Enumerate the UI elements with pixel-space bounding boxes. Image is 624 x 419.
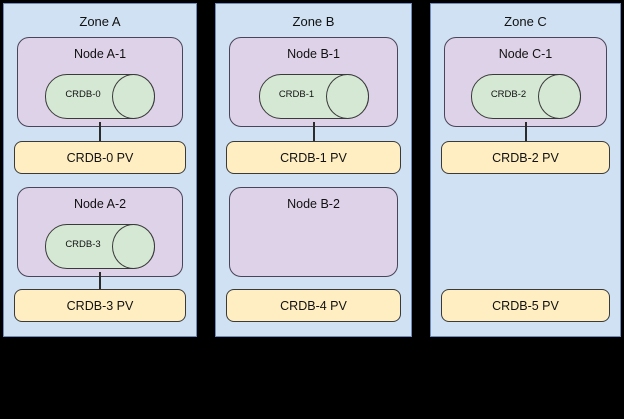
database-cylinder-icon-crdb-3[interactable]: CRDB-3 <box>45 224 155 269</box>
pv-label-crdb-2: CRDB-2 PV <box>492 151 559 165</box>
connector-c-1 <box>524 122 527 142</box>
database-cylinder-icon-crdb-2[interactable]: CRDB-2 <box>470 74 581 119</box>
zone-title-a: Zone A <box>79 14 121 29</box>
node-label-b-1: Node B-1 <box>287 47 340 61</box>
pv-label-crdb-3: CRDB-3 PV <box>66 299 134 313</box>
pv-box-crdb-4[interactable]: CRDB-4 PV <box>226 289 401 322</box>
node-box-a-1[interactable]: Node A-1 CRDB-0 <box>17 37 183 127</box>
connector-a-2 <box>99 272 101 292</box>
pod-label-crdb-3: CRDB-3 <box>65 239 101 250</box>
node-label-a-1: Node A-1 <box>73 47 127 61</box>
cylinder-end-cap <box>537 74 581 119</box>
pv-label-crdb-5: CRDB-5 PV <box>492 299 559 313</box>
node-box-a-2[interactable]: Node A-2 CRDB-3 <box>17 187 183 277</box>
node-label-c-1: Node C-1 <box>498 47 553 61</box>
pod-label-crdb-1: CRDB-1 <box>278 89 315 100</box>
node-box-b-2[interactable]: Node B-2 <box>229 187 398 277</box>
pv-box-crdb-5[interactable]: CRDB-5 PV <box>441 289 610 322</box>
pv-label-crdb-1: CRDB-1 PV <box>280 151 347 165</box>
connector-b-1 <box>312 122 315 142</box>
zone-panel-b: Zone B Node B-1 CRDB-1 CRDB-1 PV Node B-… <box>215 3 412 337</box>
zone-panel-a: Zone A Node A-1 CRDB-0 CRDB-0 PV Node A-… <box>3 3 197 337</box>
pod-label-crdb-2: CRDB-2 <box>490 89 527 100</box>
node-label-a-2: Node A-2 <box>73 197 127 211</box>
database-cylinder-icon-crdb-0[interactable]: CRDB-0 <box>45 74 155 119</box>
zone-title-c: Zone C <box>504 14 547 29</box>
node-box-b-1[interactable]: Node B-1 CRDB-1 <box>229 37 398 127</box>
pv-label-crdb-4: CRDB-4 PV <box>280 299 347 313</box>
cylinder-end-cap <box>325 74 369 119</box>
pv-box-crdb-3[interactable]: CRDB-3 PV <box>14 289 186 322</box>
pv-label-crdb-0: CRDB-0 PV <box>66 151 134 165</box>
zone-panel-c: Zone C Node C-1 CRDB-2 CRDB-2 PV CRDB-5 … <box>430 3 621 337</box>
zone-title-b: Zone B <box>292 14 335 29</box>
cylinder-end-cap <box>112 74 155 119</box>
node-box-c-1[interactable]: Node C-1 CRDB-2 <box>444 37 607 127</box>
pv-box-crdb-1[interactable]: CRDB-1 PV <box>226 141 401 174</box>
database-cylinder-icon-crdb-1[interactable]: CRDB-1 <box>258 74 369 119</box>
pod-label-crdb-0: CRDB-0 <box>65 89 101 100</box>
node-label-b-2: Node B-2 <box>287 197 340 211</box>
pv-box-crdb-2[interactable]: CRDB-2 PV <box>441 141 610 174</box>
connector-a-1 <box>99 122 101 142</box>
pv-box-crdb-0[interactable]: CRDB-0 PV <box>14 141 186 174</box>
cylinder-end-cap <box>112 224 155 269</box>
